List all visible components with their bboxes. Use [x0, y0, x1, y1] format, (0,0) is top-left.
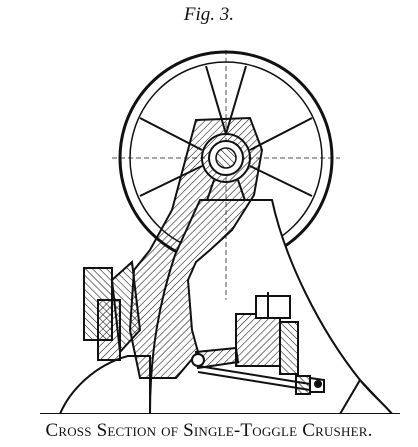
fixed-jaw — [83, 259, 142, 361]
swing-jaw — [128, 116, 264, 379]
tension-rod — [197, 365, 325, 395]
toggle-plate — [191, 346, 240, 370]
figure-label: Fig. 3. — [183, 4, 235, 25]
toggle-block — [235, 292, 299, 375]
crusher-drawing — [40, 50, 400, 414]
figure-caption: Cross Section of Single-Toggle Crusher. — [45, 420, 373, 441]
